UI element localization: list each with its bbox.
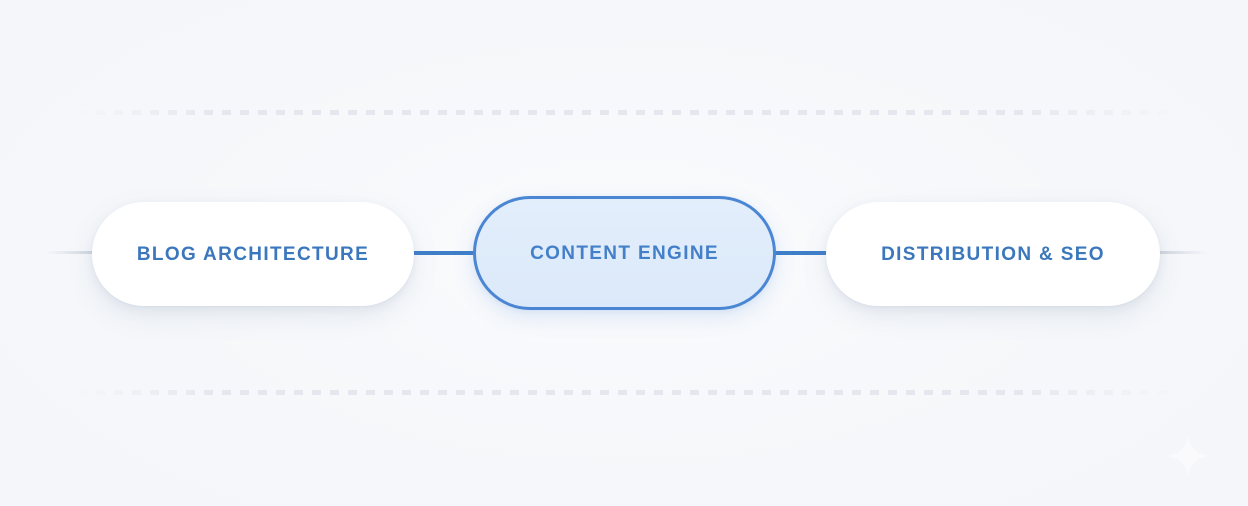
guide-rail-bottom (78, 390, 1174, 395)
node-distribution-seo[interactable]: DISTRIBUTION & SEO (826, 202, 1160, 306)
node-content-engine-label: CONTENT ENGINE (530, 242, 719, 264)
sparkle-icon (1168, 436, 1208, 476)
node-distribution-seo-label: DISTRIBUTION & SEO (881, 243, 1105, 265)
connector-content-engine-to-distribution-seo (770, 251, 842, 255)
node-content-engine[interactable]: CONTENT ENGINE (473, 196, 776, 310)
guide-rail-top (78, 110, 1174, 115)
node-blog-architecture-label: BLOG ARCHITECTURE (136, 243, 370, 265)
edge-stub-right (1145, 251, 1207, 254)
node-blog-architecture[interactable]: BLOG ARCHITECTURE (92, 202, 414, 306)
connector-blog-architecture-to-content-engine (408, 251, 480, 255)
edge-stub-left (46, 251, 108, 254)
